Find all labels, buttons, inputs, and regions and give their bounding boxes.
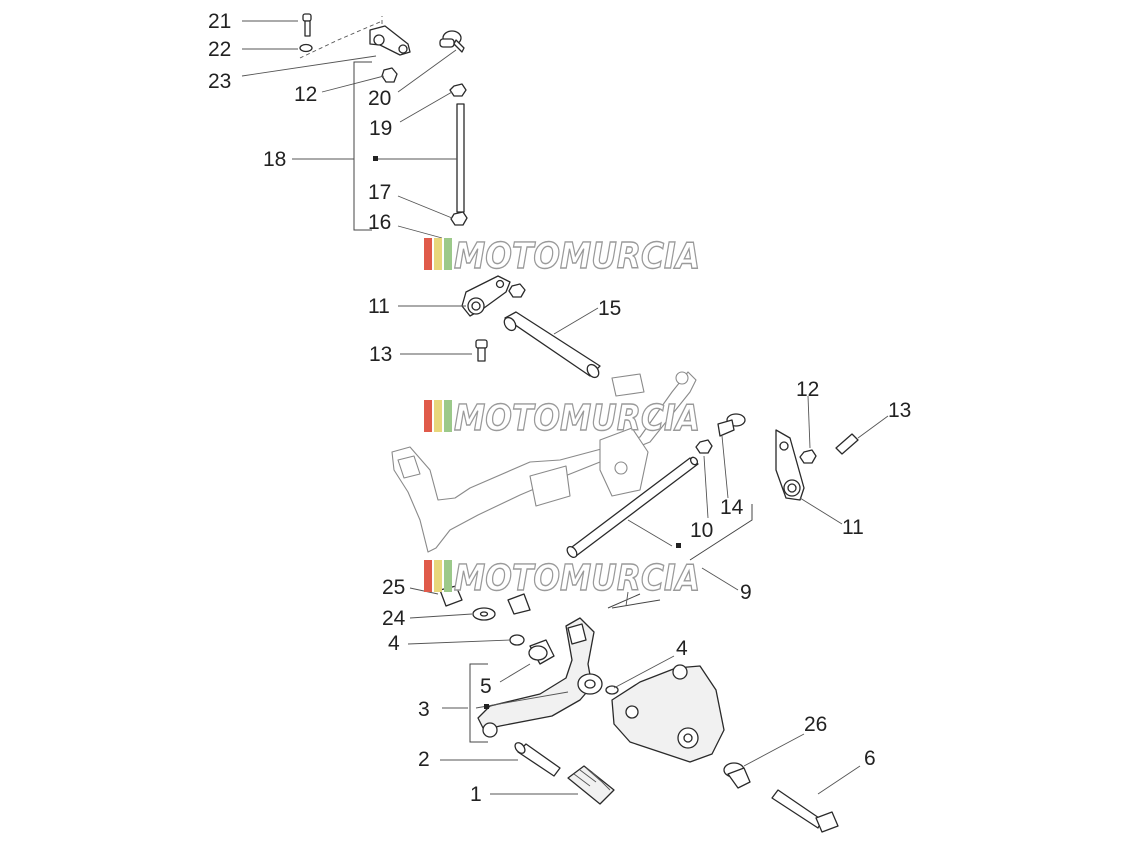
callout-label: 21 (208, 10, 232, 33)
leader-lines (241, 20, 889, 795)
watermark-text-2: MOTOMURCIA (454, 398, 700, 439)
stud-upper (507, 593, 531, 615)
callout-label: 2 (418, 748, 430, 771)
callout-label: 3 (418, 698, 430, 721)
footpeg-rubber-1 (567, 765, 615, 805)
callout-label: 17 (368, 181, 392, 204)
washer-22 (299, 43, 313, 53)
rod-18 (456, 103, 465, 213)
nut-19 (449, 83, 467, 97)
callout-label: 25 (382, 576, 406, 599)
callout-label: 14 (720, 496, 744, 519)
callout-label: 16 (368, 211, 392, 234)
watermark-2: MOTOMURCIA (424, 397, 701, 440)
lever-11-right (775, 429, 805, 501)
callout-label: 5 (480, 675, 492, 698)
nut-17 (450, 211, 468, 226)
nut-10 (695, 439, 713, 454)
rod-9 (566, 456, 699, 559)
footpeg-pin-2 (514, 742, 561, 777)
callout-label: 18 (263, 148, 287, 171)
callout-label: 19 (369, 117, 393, 140)
nut-12-upper (381, 67, 398, 83)
nut-11-left (508, 283, 526, 298)
callout-label: 20 (368, 87, 392, 110)
callout-label: 13 (369, 343, 393, 366)
bracket-group-9 (607, 504, 753, 609)
gear-pedal-3 (477, 617, 603, 738)
watermark-text-3: MOTOMURCIA (454, 558, 700, 599)
frame-structure (391, 371, 697, 553)
bushing-26 (723, 762, 751, 789)
bolt-13-left (475, 339, 488, 362)
callout-label: 13 (888, 399, 912, 422)
callout-label: 1 (470, 783, 482, 806)
bracket-support (611, 664, 725, 763)
callout-label: 15 (598, 297, 622, 320)
bracket-group-3 (469, 663, 489, 743)
callout-label: 9 (740, 581, 752, 604)
bolt-21 (302, 13, 312, 37)
watermark-text-1: MOTOMURCIA (454, 236, 700, 277)
callout-label: 6 (864, 747, 876, 770)
watermark-3: MOTOMURCIA (424, 557, 701, 600)
nut-12-right (799, 449, 817, 464)
callout-label: 11 (368, 295, 390, 318)
callout-label: 12 (294, 83, 318, 106)
ball-joint-20 (439, 30, 465, 53)
circlip-4-left (509, 634, 525, 646)
callout-label: 4 (388, 632, 400, 655)
assembly-line-upper (299, 21, 381, 59)
shaft-15 (503, 311, 601, 379)
lever-11-left (461, 275, 511, 317)
bolt-6 (771, 789, 839, 833)
circlip-4-right (605, 685, 619, 695)
ball-joint-14 (717, 413, 746, 437)
callout-label: 4 (676, 637, 688, 660)
callout-label: 23 (208, 70, 232, 93)
lever-23 (369, 25, 411, 56)
callout-label: 10 (690, 519, 714, 542)
callout-label: 22 (208, 38, 232, 61)
bracket-group-18 (353, 61, 378, 231)
watermark-1: MOTOMURCIA (424, 235, 701, 278)
bolt-13-right (835, 433, 859, 455)
callout-label: 11 (842, 516, 864, 539)
callout-label: 12 (796, 378, 820, 401)
callout-label: 26 (804, 713, 828, 736)
callout-label: 24 (382, 607, 406, 630)
bushing-5 (528, 639, 555, 665)
